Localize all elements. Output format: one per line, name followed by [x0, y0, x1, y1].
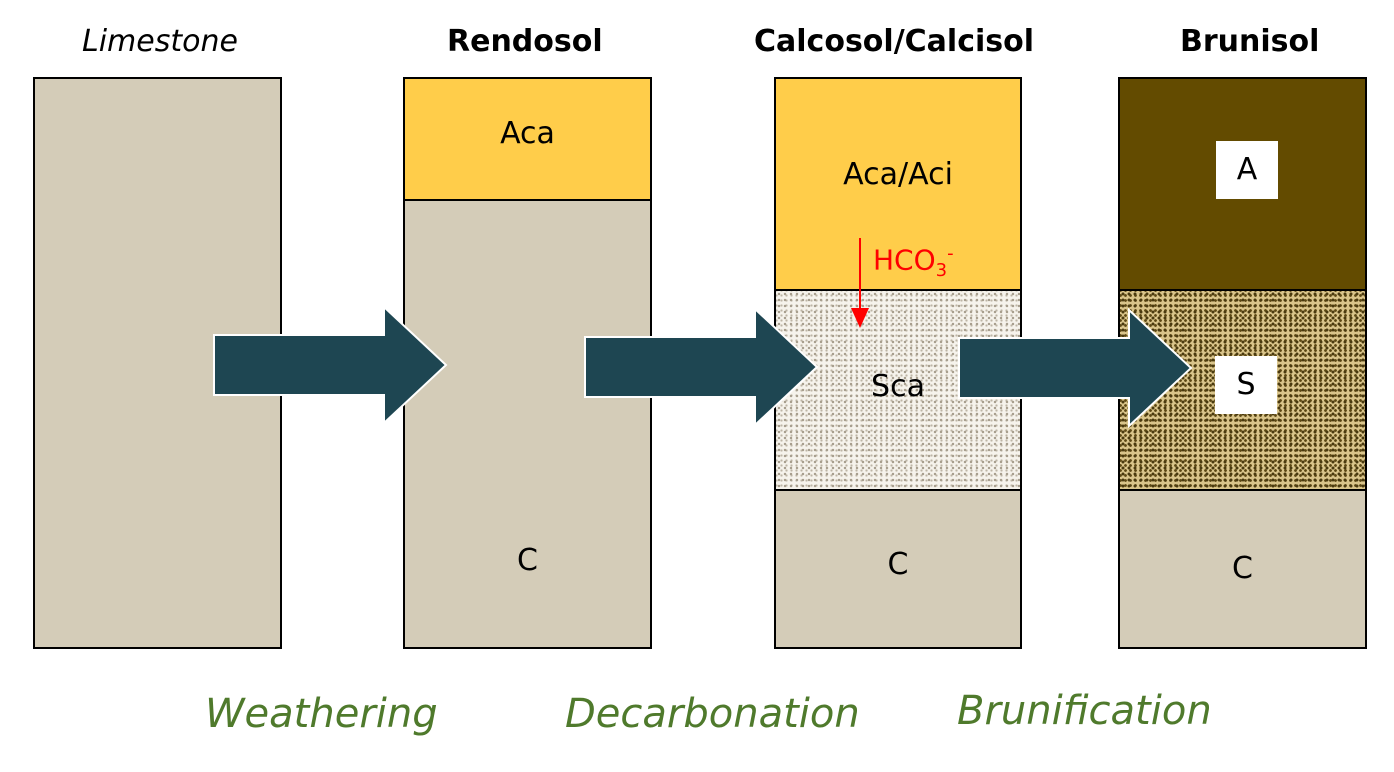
stage-title-brunisol: Brunisol — [1180, 24, 1320, 59]
brunisol-a-label: A — [1216, 141, 1278, 199]
calcosol-aca-aci-horizon: Aca/Aci — [776, 79, 1020, 289]
rendosol-c-label: C — [517, 543, 538, 578]
calcosol-sca-label: Sca — [871, 369, 925, 404]
hco3-main: HCO — [873, 243, 936, 277]
brunisol-c-horizon: C — [1120, 489, 1365, 647]
calcosol-aca-aci-label: Aca/Aci — [843, 157, 953, 192]
brunisol-s-label: S — [1215, 356, 1277, 414]
decarbonation-arrow — [584, 307, 819, 427]
hco3-sup: - — [947, 243, 954, 264]
weathering-arrow — [213, 305, 448, 425]
hco3-sub: 3 — [935, 259, 948, 281]
brunification-arrow — [958, 308, 1193, 428]
hco3-label: HCO3- — [873, 243, 954, 281]
process-label-decarbonation: Decarbonation — [565, 691, 860, 737]
process-label-brunification: Brunification — [957, 688, 1212, 734]
brunisol-c-label: C — [1232, 551, 1253, 586]
stage-title-rendosol: Rendosol — [447, 24, 603, 59]
rendosol-aca-label: Aca — [500, 116, 555, 151]
stage-title-calcosol: Calcosol/Calcisol — [754, 24, 1035, 59]
calcosol-sca-horizon: Sca — [776, 289, 1020, 489]
rendosol-c-horizon: C — [405, 199, 650, 647]
calcosol-column: Aca/Aci Sca C — [774, 77, 1022, 649]
process-label-weathering: Weathering — [205, 691, 438, 737]
calcosol-c-label: C — [887, 547, 909, 582]
calcosol-c-horizon: C — [776, 489, 1020, 647]
rendosol-aca-horizon: Aca — [405, 79, 650, 199]
leaching-arrow — [851, 238, 869, 328]
stage-title-limestone: Limestone — [82, 24, 238, 59]
